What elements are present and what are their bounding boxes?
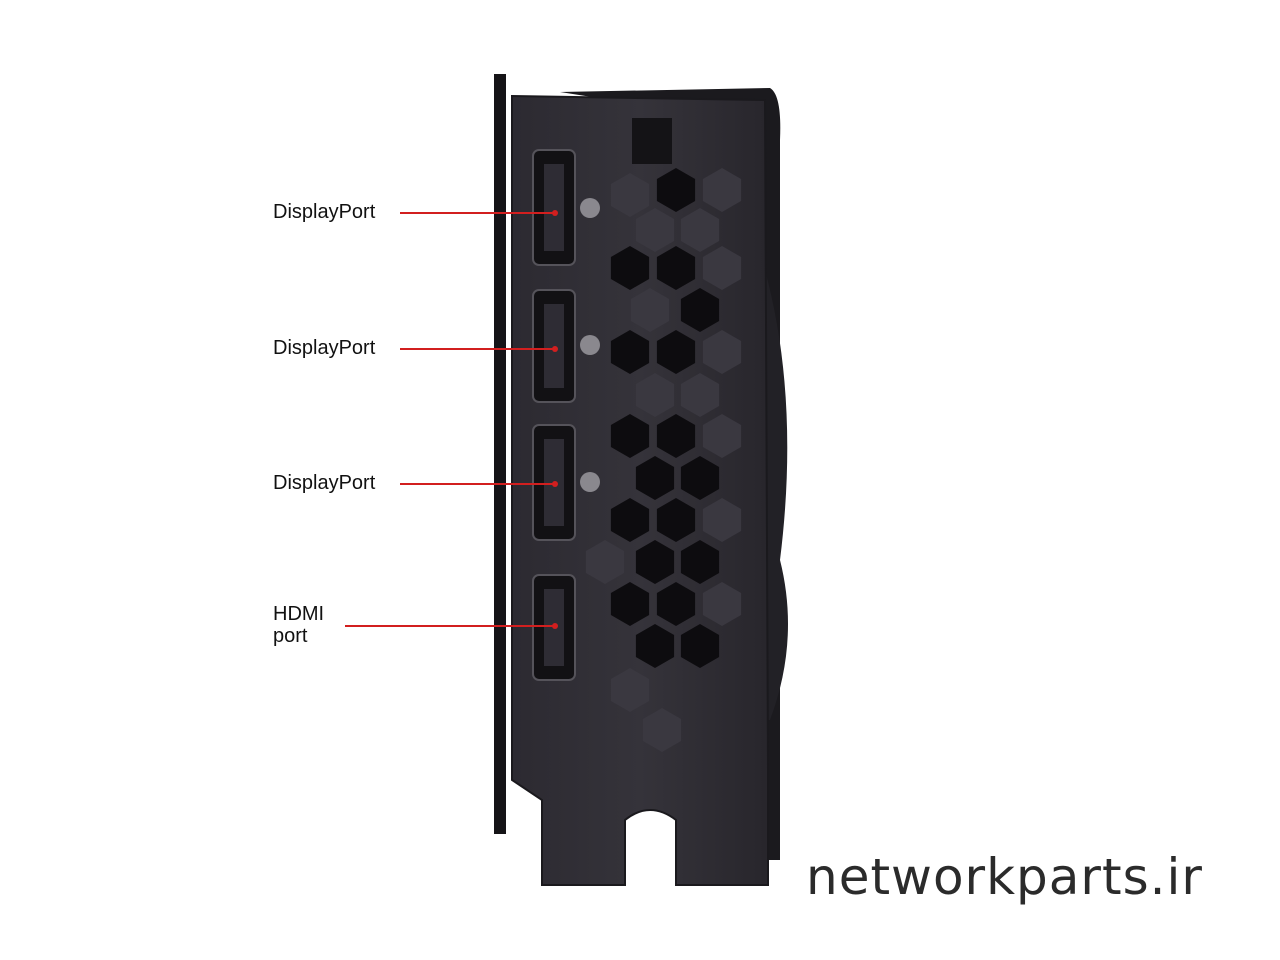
vent-hexagon (680, 540, 720, 584)
bracket-tab (632, 118, 672, 164)
vent-hexagon (702, 414, 742, 458)
connector-slot (544, 164, 564, 251)
callout-dot (552, 346, 558, 352)
vent-hexagon (642, 708, 682, 752)
vent-hexagon (635, 373, 675, 417)
vent-hexagon (702, 246, 742, 290)
callout-dot (552, 623, 558, 629)
vent-hexagon (610, 173, 650, 217)
screw (580, 198, 600, 218)
vent-hexagon (702, 168, 742, 212)
displayport-label: DisplayPort (273, 472, 376, 494)
screw (580, 335, 600, 355)
label-line: HDMI (273, 603, 325, 625)
vent-hexagon (702, 498, 742, 542)
vent-hexagon (635, 456, 675, 500)
vent-hexagon (680, 288, 720, 332)
vent-hexagon (702, 330, 742, 374)
callout-dot (552, 210, 558, 216)
vent-hexagon (656, 414, 696, 458)
callout-line (400, 348, 555, 350)
vent-hexagon (610, 498, 650, 542)
callout-dot (552, 481, 558, 487)
vent-hexagon (680, 456, 720, 500)
vent-hexagon (610, 330, 650, 374)
vent-hexagon (610, 414, 650, 458)
vent-hexagon (702, 582, 742, 626)
callout-line (345, 625, 555, 627)
pcb-edge (494, 74, 506, 834)
vent-hexagon (656, 330, 696, 374)
vent-hexagon (680, 373, 720, 417)
vent-hexagon (656, 498, 696, 542)
vent-hexagon (656, 246, 696, 290)
vent-hexagon (635, 540, 675, 584)
vent-hexagon (630, 288, 670, 332)
vent-hexagon (635, 208, 675, 252)
vent-hexagons (585, 168, 742, 752)
vent-hexagon (585, 540, 625, 584)
watermark: networkparts.ir (806, 848, 1203, 906)
vent-hexagon (635, 624, 675, 668)
label-line: port (273, 625, 308, 647)
vent-hexagon (610, 668, 650, 712)
vent-hexagon (610, 246, 650, 290)
screw (580, 472, 600, 492)
vent-hexagon (680, 624, 720, 668)
displayport-label: DisplayPort (273, 201, 376, 223)
vent-hexagon (610, 582, 650, 626)
displayport-label: DisplayPort (273, 337, 376, 359)
vent-hexagon (656, 168, 696, 212)
vent-hexagon (680, 208, 720, 252)
vent-hexagon (656, 582, 696, 626)
callout-line (400, 483, 555, 485)
callout-line (400, 212, 555, 214)
